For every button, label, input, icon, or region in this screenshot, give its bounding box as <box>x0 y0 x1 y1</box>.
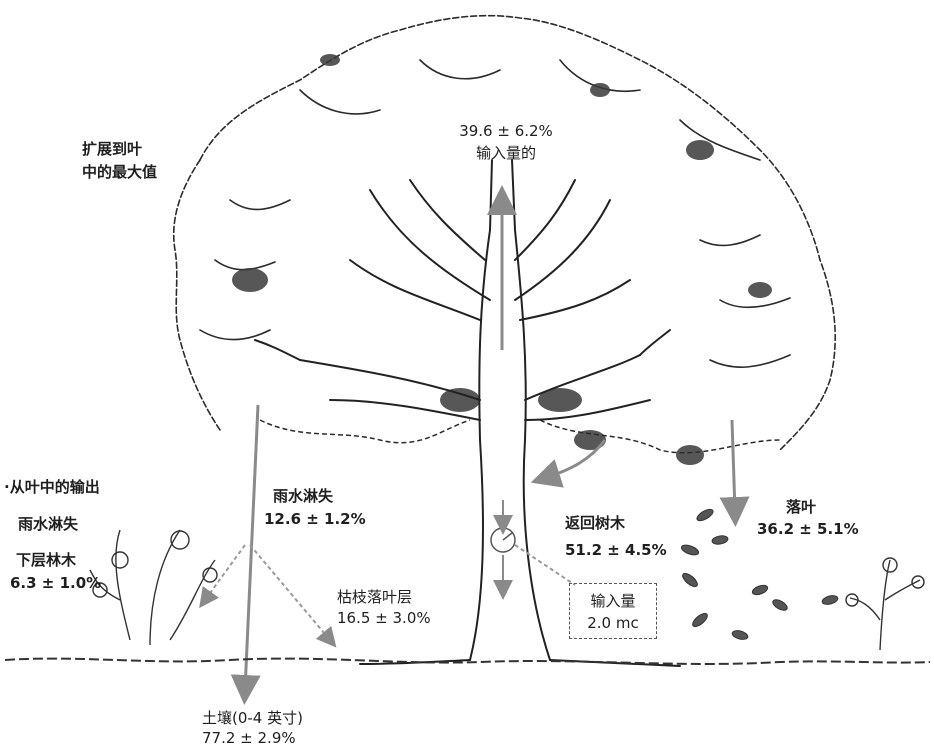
input-amount-box <box>569 583 657 639</box>
lower-foliage <box>259 419 781 454</box>
input-gauge <box>490 500 576 600</box>
understory-value: 6.3 ± 1.0% <box>10 574 102 592</box>
input-amount-label: 输入量 <box>590 592 636 610</box>
litter-arrow <box>249 544 337 648</box>
leaf-fall-label: 落叶 <box>786 498 817 516</box>
input-amount-value: 2.0 mc <box>587 614 639 632</box>
return-arrow <box>530 439 607 488</box>
return-wood-value: 51.2 ± 4.5% <box>565 541 667 559</box>
ground <box>4 657 931 665</box>
leaf-output-label: ·从叶中的输出 <box>4 478 100 496</box>
rain-left-label: 雨水淋失 <box>18 515 79 533</box>
foliage-clusters <box>232 54 772 465</box>
canopy <box>172 14 836 451</box>
litter-label: 枯枝落叶层 <box>337 588 413 606</box>
shrub-right <box>845 557 925 651</box>
input-caption: 输入量的 <box>475 144 536 162</box>
litter-value: 16.5 ± 3.0% <box>337 609 431 627</box>
understory-arrow <box>199 544 246 609</box>
leaf-fall-arrow <box>719 419 750 527</box>
extend-label-line2: 中的最大值 <box>82 163 158 181</box>
shrub-left <box>89 529 218 646</box>
input-percent: 39.6 ± 6.2% <box>459 122 553 140</box>
leaf-fall-value: 36.2 ± 5.1% <box>757 520 859 538</box>
understory-label: 下层林木 <box>16 551 77 569</box>
rain-center-label: 雨水淋失 <box>273 487 334 505</box>
soil-label: 土壤(0-4 英寸) <box>202 709 303 727</box>
soil-value: 77.2 ± 2.9% <box>202 729 296 747</box>
falling-leaves <box>680 508 839 640</box>
rain-center-value: 12.6 ± 1.2% <box>264 510 366 528</box>
return-wood-label: 返回树木 <box>565 514 626 532</box>
extend-label-line1: 扩展到叶 <box>82 140 143 158</box>
